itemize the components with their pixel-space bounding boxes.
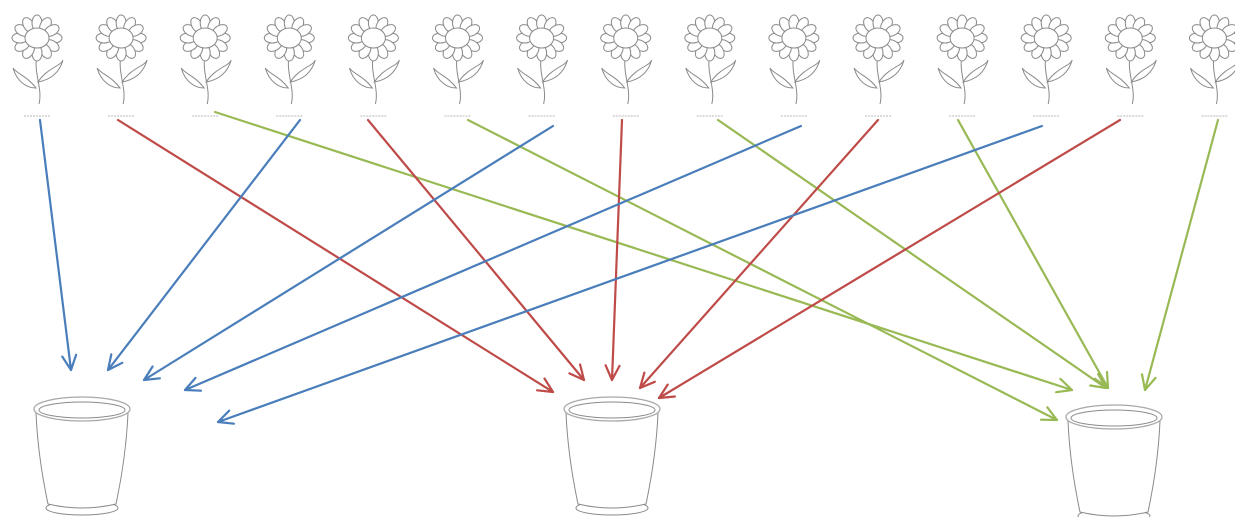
daisy-flower-icon: [347, 14, 400, 117]
daisy-flower-icon: [1188, 14, 1235, 117]
daisy-flower-icon: [263, 14, 316, 117]
arrow-flower-12-to-pot-3: [956, 118, 1110, 390]
flowers-layer: [11, 14, 1235, 117]
daisy-flower-icon: [852, 14, 905, 117]
daisy-flower-icon: [11, 14, 64, 117]
arrow-flower-13-to-pot-1: [216, 124, 1044, 425]
daisy-flower-icon: [516, 14, 569, 117]
arrow-flower-1-to-pot-1: [38, 118, 78, 372]
daisy-flower-icon: [1104, 14, 1157, 117]
arrow-flower-2-to-pot-2: [116, 118, 555, 394]
arrow-flower-15-to-pot-3: [1140, 118, 1220, 392]
daisy-flower-icon: [95, 14, 148, 117]
arrow-flower-4-to-pot-1: [106, 118, 302, 372]
arrow-flower-5-to-pot-2: [366, 118, 586, 382]
pots-layer: [33, 396, 1163, 517]
flower-pot-icon: [33, 396, 131, 516]
arrows-layer: [38, 110, 1220, 425]
daisy-flower-icon: [768, 14, 821, 117]
arrow-flower-6-to-pot-3: [466, 118, 1059, 422]
daisy-flower-icon: [936, 14, 989, 117]
arrow-flower-3-to-pot-3: [213, 110, 1074, 394]
arrow-flower-10-to-pot-1: [183, 124, 803, 392]
arrow-flower-9-to-pot-3: [716, 118, 1108, 390]
arrow-flower-7-to-pot-1: [142, 124, 555, 382]
arrow-flower-8-to-pot-2: [604, 118, 624, 382]
daisy-flower-icon: [179, 14, 232, 117]
daisy-flower-icon: [684, 14, 737, 117]
daisy-flower-icon: [432, 14, 484, 117]
arrow-flower-11-to-pot-2: [638, 118, 880, 390]
daisy-flower-icon: [1020, 14, 1073, 117]
daisy-flower-icon: [600, 14, 653, 117]
flower-pot-icon: [563, 396, 661, 516]
arrow-flower-14-to-pot-2: [657, 118, 1122, 400]
flower-pot-icon: [1065, 404, 1163, 517]
